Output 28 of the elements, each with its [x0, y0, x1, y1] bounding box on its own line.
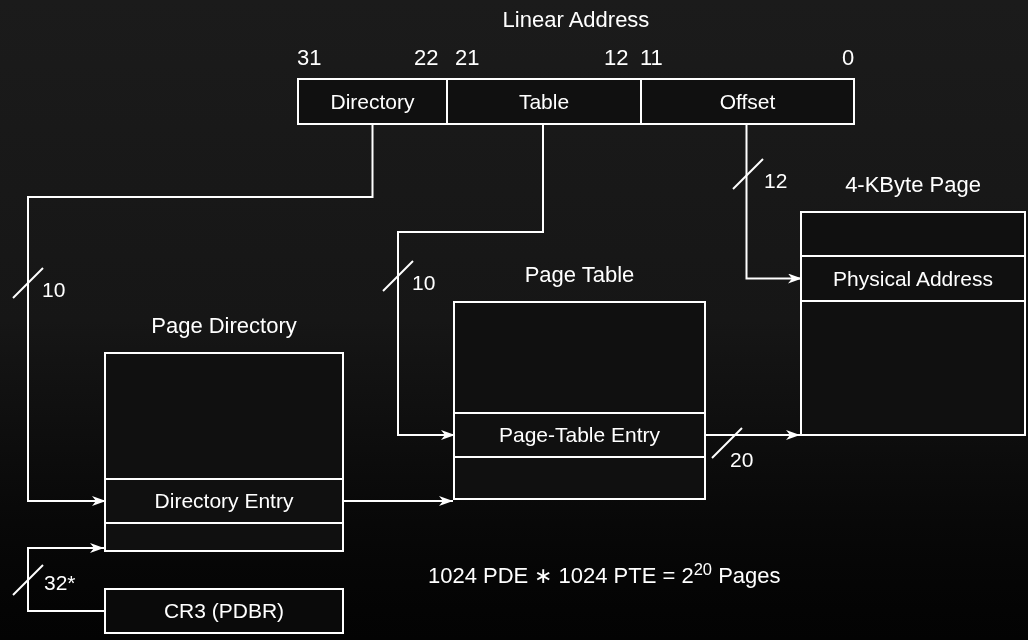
entry-label: Directory Entry: [154, 488, 294, 515]
table-entry: [802, 255, 1024, 302]
table-heading: Linear Address: [502, 6, 650, 34]
edge-label: 20: [730, 447, 754, 473]
bit-number: 31: [297, 44, 322, 72]
edge-label: 12: [764, 168, 788, 194]
arrow: [27, 543, 105, 612]
bit-number: 0: [842, 44, 855, 72]
edge-label: 10: [412, 270, 436, 296]
table-heading: Page Directory: [151, 312, 297, 340]
formula-note: 1024 PDE ∗ 1024 PTE = 2$^{20}$ Pages: [428, 562, 781, 590]
edge-label: 32*: [44, 570, 76, 596]
table-entry: [106, 478, 342, 524]
entry-label: Page-Table Entry: [498, 422, 661, 449]
entry-label: Offset: [719, 88, 776, 115]
table-entry: [455, 412, 704, 458]
register-box: [104, 588, 344, 634]
entry-label: Physical Address: [833, 265, 993, 292]
entry-label: Directory: [330, 88, 415, 115]
bit-number: 11: [640, 44, 663, 72]
bit-number: 22: [414, 44, 439, 72]
bit-number: 21: [455, 44, 480, 72]
entry-label: Table: [518, 88, 570, 115]
table-heading: Page Table: [524, 261, 635, 289]
edge-label: 10: [42, 277, 66, 303]
register-label: CR3 (PDBR): [163, 598, 285, 625]
bit-number: 12: [604, 44, 629, 72]
table-heading: 4-KByte Page: [845, 171, 981, 199]
